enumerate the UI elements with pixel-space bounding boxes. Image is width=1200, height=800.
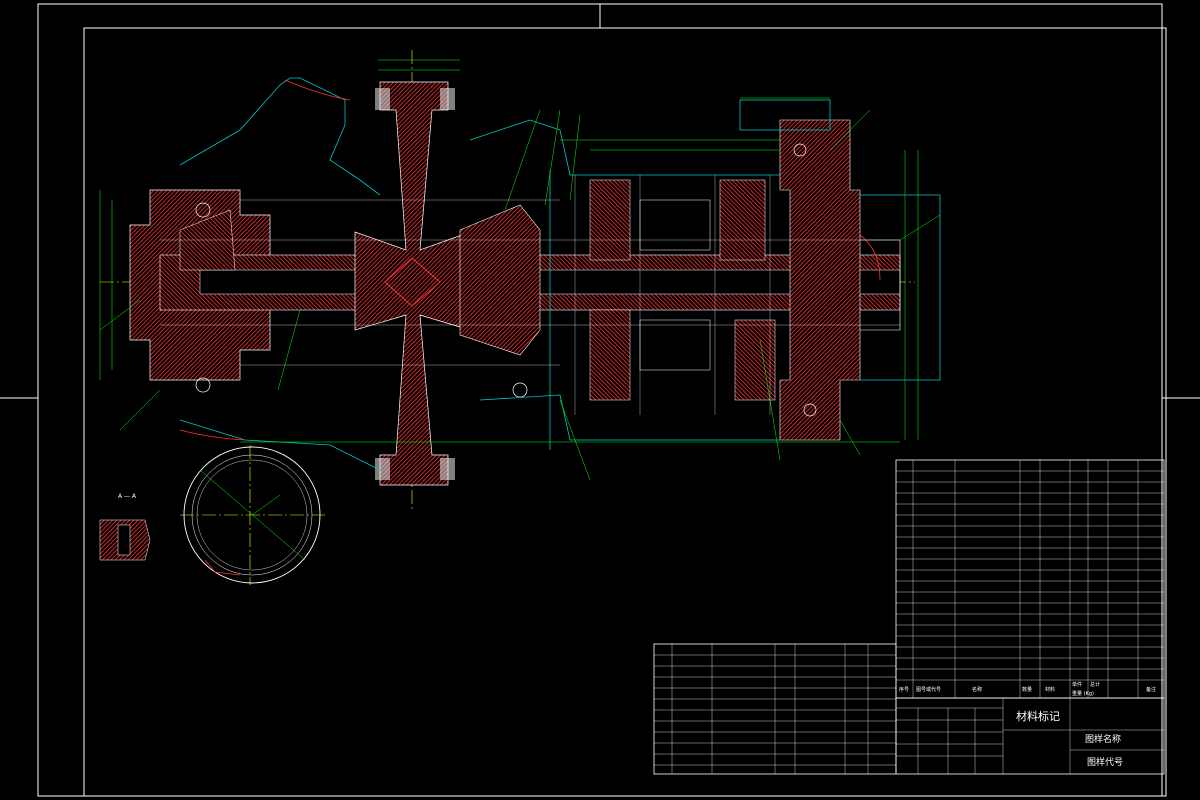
section-label: A — A [118,493,137,500]
sheet-frame [0,3,1200,797]
parts-list-bottom [653,643,897,775]
header-material: 材料 [1045,686,1055,693]
header-quantity: 数量 [1022,686,1032,693]
housing-outline [179,77,941,471]
main-shaft-assembly [129,81,901,486]
drawing-code-label: 图样代号 [1087,756,1123,768]
header-remark: 备注 [1146,686,1156,693]
parts-list-right: 序号 图号或代号 名称 数量 材料 单件 总计 重量 (Kg) 备注 [895,459,1165,699]
title-block: 材料标记 图样名称 图样代号 [895,697,1165,775]
dimension-lines [99,59,941,481]
drawing-name-label: 图样名称 [1085,733,1121,745]
gear-end-view [183,446,321,584]
section-detail-a-a: A — A [99,493,151,561]
header-code: 图号或代号 [916,686,941,693]
header-name: 名称 [972,686,982,693]
header-seq-no: 序号 [899,686,909,693]
material-mark-label: 材料标记 [1016,709,1060,723]
detail-lines [160,175,900,415]
header-weight: 重量 (Kg) [1072,690,1094,697]
break-lines [179,79,881,441]
header-unit-weight: 单件 [1072,681,1082,688]
header-total-weight: 总计 [1090,681,1100,688]
